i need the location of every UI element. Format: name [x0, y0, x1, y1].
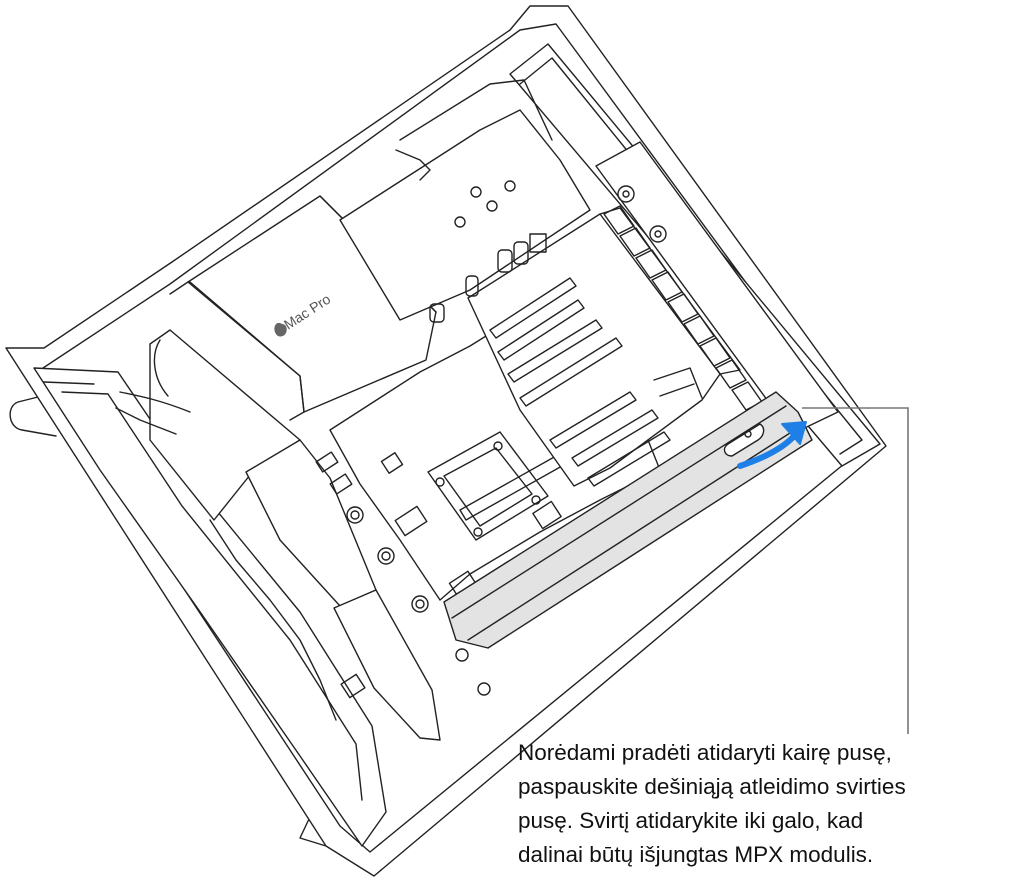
callout-line: Norėdami pradėti atidaryti kairę pusę,	[518, 740, 892, 765]
rear-port-column	[595, 141, 839, 435]
callout-line: pusę. Svirtį atidarykite iki galo, kad	[518, 808, 864, 833]
callout-text: Norėdami pradėti atidaryti kairę pusę, p…	[518, 736, 1018, 872]
board-chip	[394, 505, 428, 537]
chassis-inner-rim	[39, 23, 867, 853]
left-handle	[9, 395, 57, 437]
standoff-posts	[454, 180, 516, 228]
pcie-slots	[489, 277, 671, 487]
rear-port-slots	[603, 205, 763, 411]
thumbscrew-icon	[617, 185, 635, 203]
callout-leader-line	[802, 407, 909, 734]
callout-line: paspauskite dešiniąją atleidimo svirties	[518, 774, 906, 799]
board-chip	[380, 452, 404, 474]
lever-slot	[723, 423, 765, 457]
mpx-release-lever	[443, 391, 813, 649]
left-edge-connectors	[315, 451, 491, 699]
callout-line: dalinai būtų išjungtas MPX modulis.	[518, 842, 874, 867]
upper-bay	[339, 109, 591, 321]
internal-ports	[429, 233, 547, 323]
apple-logo-icon	[274, 322, 287, 337]
fan-module-bottom	[333, 589, 441, 741]
rotation-arrow-icon	[737, 431, 799, 469]
thumbscrew-icon	[649, 225, 667, 243]
board-chip	[532, 500, 562, 530]
